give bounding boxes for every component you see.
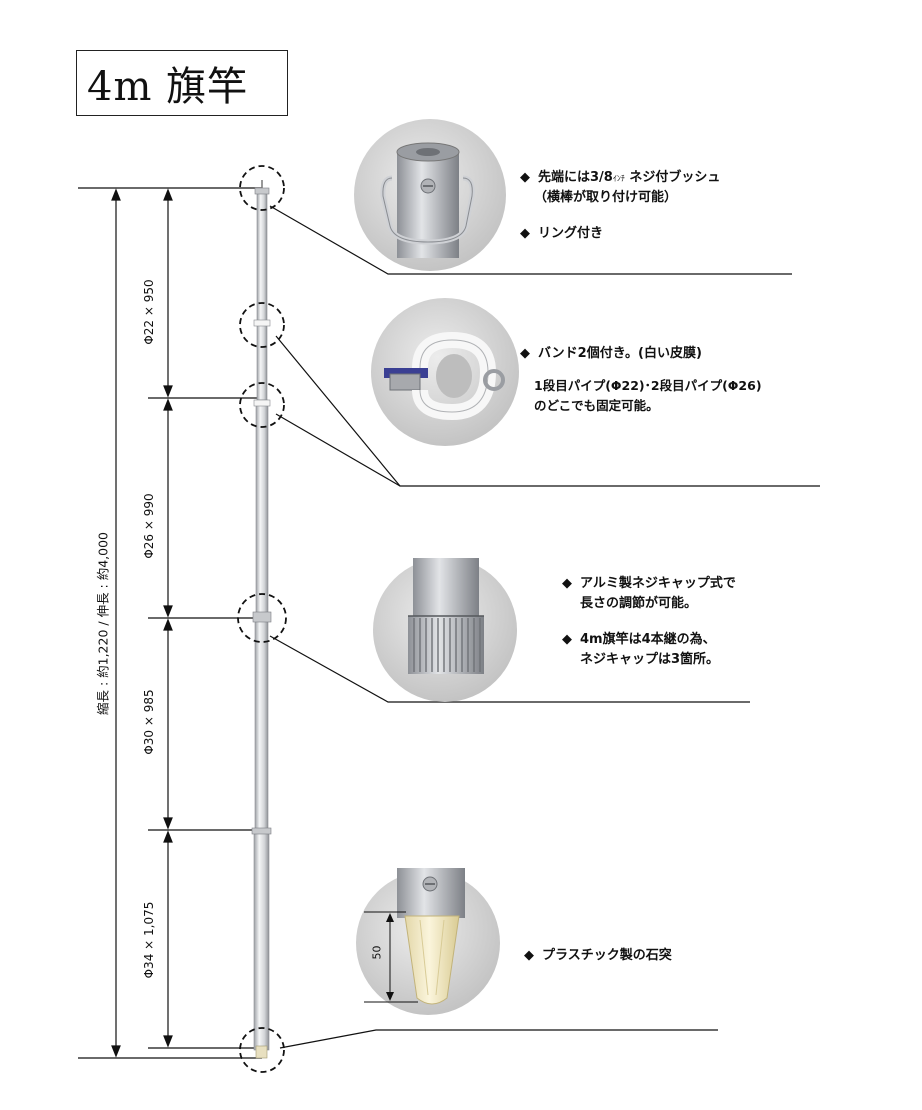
note-text: 先端には3/8	[538, 170, 613, 185]
note-cap-2: 長さの調節が可能。	[562, 594, 736, 614]
note-cap: ◆ アルミ製ネジキャップ式で	[562, 574, 736, 594]
bullet-icon: ◆	[520, 170, 530, 185]
note-joints-2: ネジキャップは3箇所。	[562, 650, 736, 670]
note-text: ネジキャップは3箇所。	[580, 652, 720, 668]
reference-lines	[78, 187, 262, 1059]
top-bushing-notes: ◆ 先端には3/8ｲﾝﾁ ネジ付ブッシュ （横棒が取り付け可能） ◆ リング付き	[520, 168, 720, 244]
spike-notes: ◆ プラスチック製の石突	[524, 946, 672, 966]
band-clamp-photo	[371, 298, 519, 446]
screw-cap-photo	[373, 558, 517, 702]
note-text: バンド2個付き。(白い皮膜)	[538, 346, 702, 361]
spike-dimension-label: 50	[370, 945, 384, 960]
note-text: （横棒が取り付け可能）	[534, 190, 678, 206]
note-joints: ◆ 4m旗竿は4本継の為、	[562, 630, 736, 650]
note-text: 4m旗竿は4本継の為、	[580, 632, 716, 648]
note-text: ネジ付ブッシュ	[624, 170, 721, 185]
plastic-spike-photo	[356, 868, 500, 1015]
note-text: リング付き	[538, 226, 604, 242]
note-text: のどこでも固定可能。	[534, 397, 659, 413]
screw-cap-notes: ◆ アルミ製ネジキャップ式で 長さの調節が可能。 ◆ 4m旗竿は4本継の為、 ネジキ…	[562, 574, 736, 671]
callout-circles	[237, 165, 287, 1073]
note-band: ◆ バンド2個付き。(白い皮膜)	[520, 344, 762, 364]
section-label-2: Φ26 × 990	[142, 493, 156, 559]
title-box: 4m 旗竿	[76, 50, 288, 116]
bullet-icon: ◆	[562, 576, 572, 591]
note-crossbar: （横棒が取り付け可能）	[520, 188, 720, 208]
leader-lines	[269, 205, 820, 1049]
dimension-arrows	[111, 188, 173, 1058]
note-text: 1段目パイプ(Φ22)･2段目パイプ(Φ26)	[534, 378, 762, 394]
section-label-4: Φ34 × 1,075	[142, 901, 156, 979]
top-bushing-photo	[354, 119, 506, 271]
note-bushing: ◆ 先端には3/8ｲﾝﾁ ネジ付ブッシュ	[520, 168, 720, 188]
bullet-icon: ◆	[562, 632, 572, 648]
flagpole	[251, 180, 272, 1059]
band-notes: ◆バンド2個付き。(白い皮膜) 1段目パイプ(Φ22)･2段目パイプ(Φ26) …	[520, 344, 762, 415]
note-text: アルミ製ネジキャップ式で	[580, 576, 736, 591]
bullet-icon: ◆	[520, 226, 530, 242]
note-band-fix: 1段目パイプ(Φ22)･2段目パイプ(Φ26)	[520, 376, 762, 395]
total-length-label: 縮長 : 約1,220 / 伸長 : 約4,000	[95, 531, 111, 716]
note-text: プラスチック製の石突	[542, 948, 672, 963]
section-label-1: Φ22 × 950	[142, 279, 156, 345]
bullet-icon: ◆	[520, 346, 530, 361]
page-title: 4m 旗竿	[87, 64, 249, 110]
note-text: 長さの調節が可能。	[580, 596, 698, 612]
bullet-icon: ◆	[524, 948, 534, 963]
note-text-small: ｲﾝﾁ	[612, 174, 625, 183]
section-label-3: Φ30 × 985	[142, 689, 156, 755]
note-band-fix-2: のどこでも固定可能。	[520, 396, 762, 415]
note-ring: ◆ リング付き	[520, 224, 720, 244]
